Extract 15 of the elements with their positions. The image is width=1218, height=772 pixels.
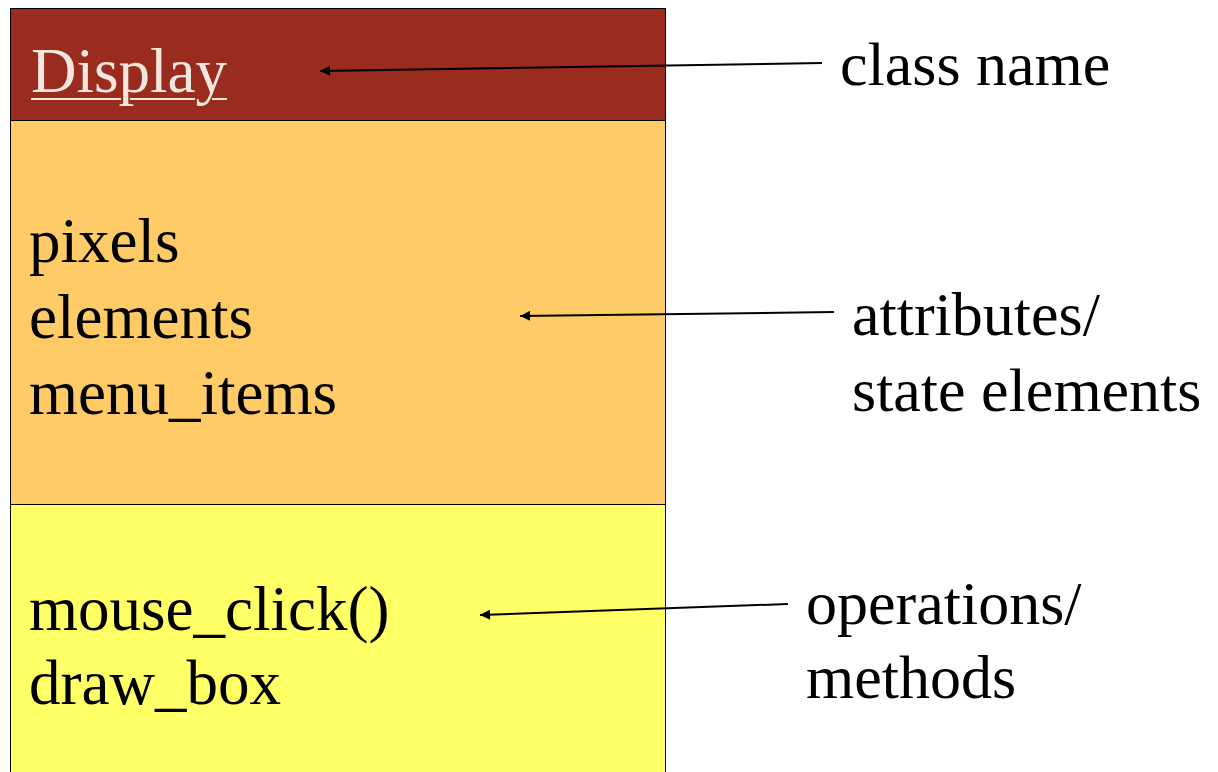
- annotation-label: class name: [840, 29, 1112, 100]
- leader-arrow: [519, 310, 835, 321]
- class-name: Display: [31, 35, 227, 108]
- leader-arrow: [319, 62, 823, 76]
- attribute-name: elements: [29, 281, 253, 354]
- leader-arrow: [479, 603, 789, 620]
- annotation-label: attributes/ state elements: [852, 279, 1203, 426]
- annotation-label: operations/ methods: [806, 568, 1083, 713]
- class-name-compartment: [10, 8, 666, 121]
- attribute-name: menu_items: [29, 357, 337, 430]
- operations-compartment: [10, 504, 666, 772]
- operation-name: draw_box: [29, 647, 281, 720]
- attribute-name: pixels: [29, 205, 180, 278]
- operation-name: mouse_click(): [29, 573, 390, 646]
- attributes-compartment: [10, 120, 666, 505]
